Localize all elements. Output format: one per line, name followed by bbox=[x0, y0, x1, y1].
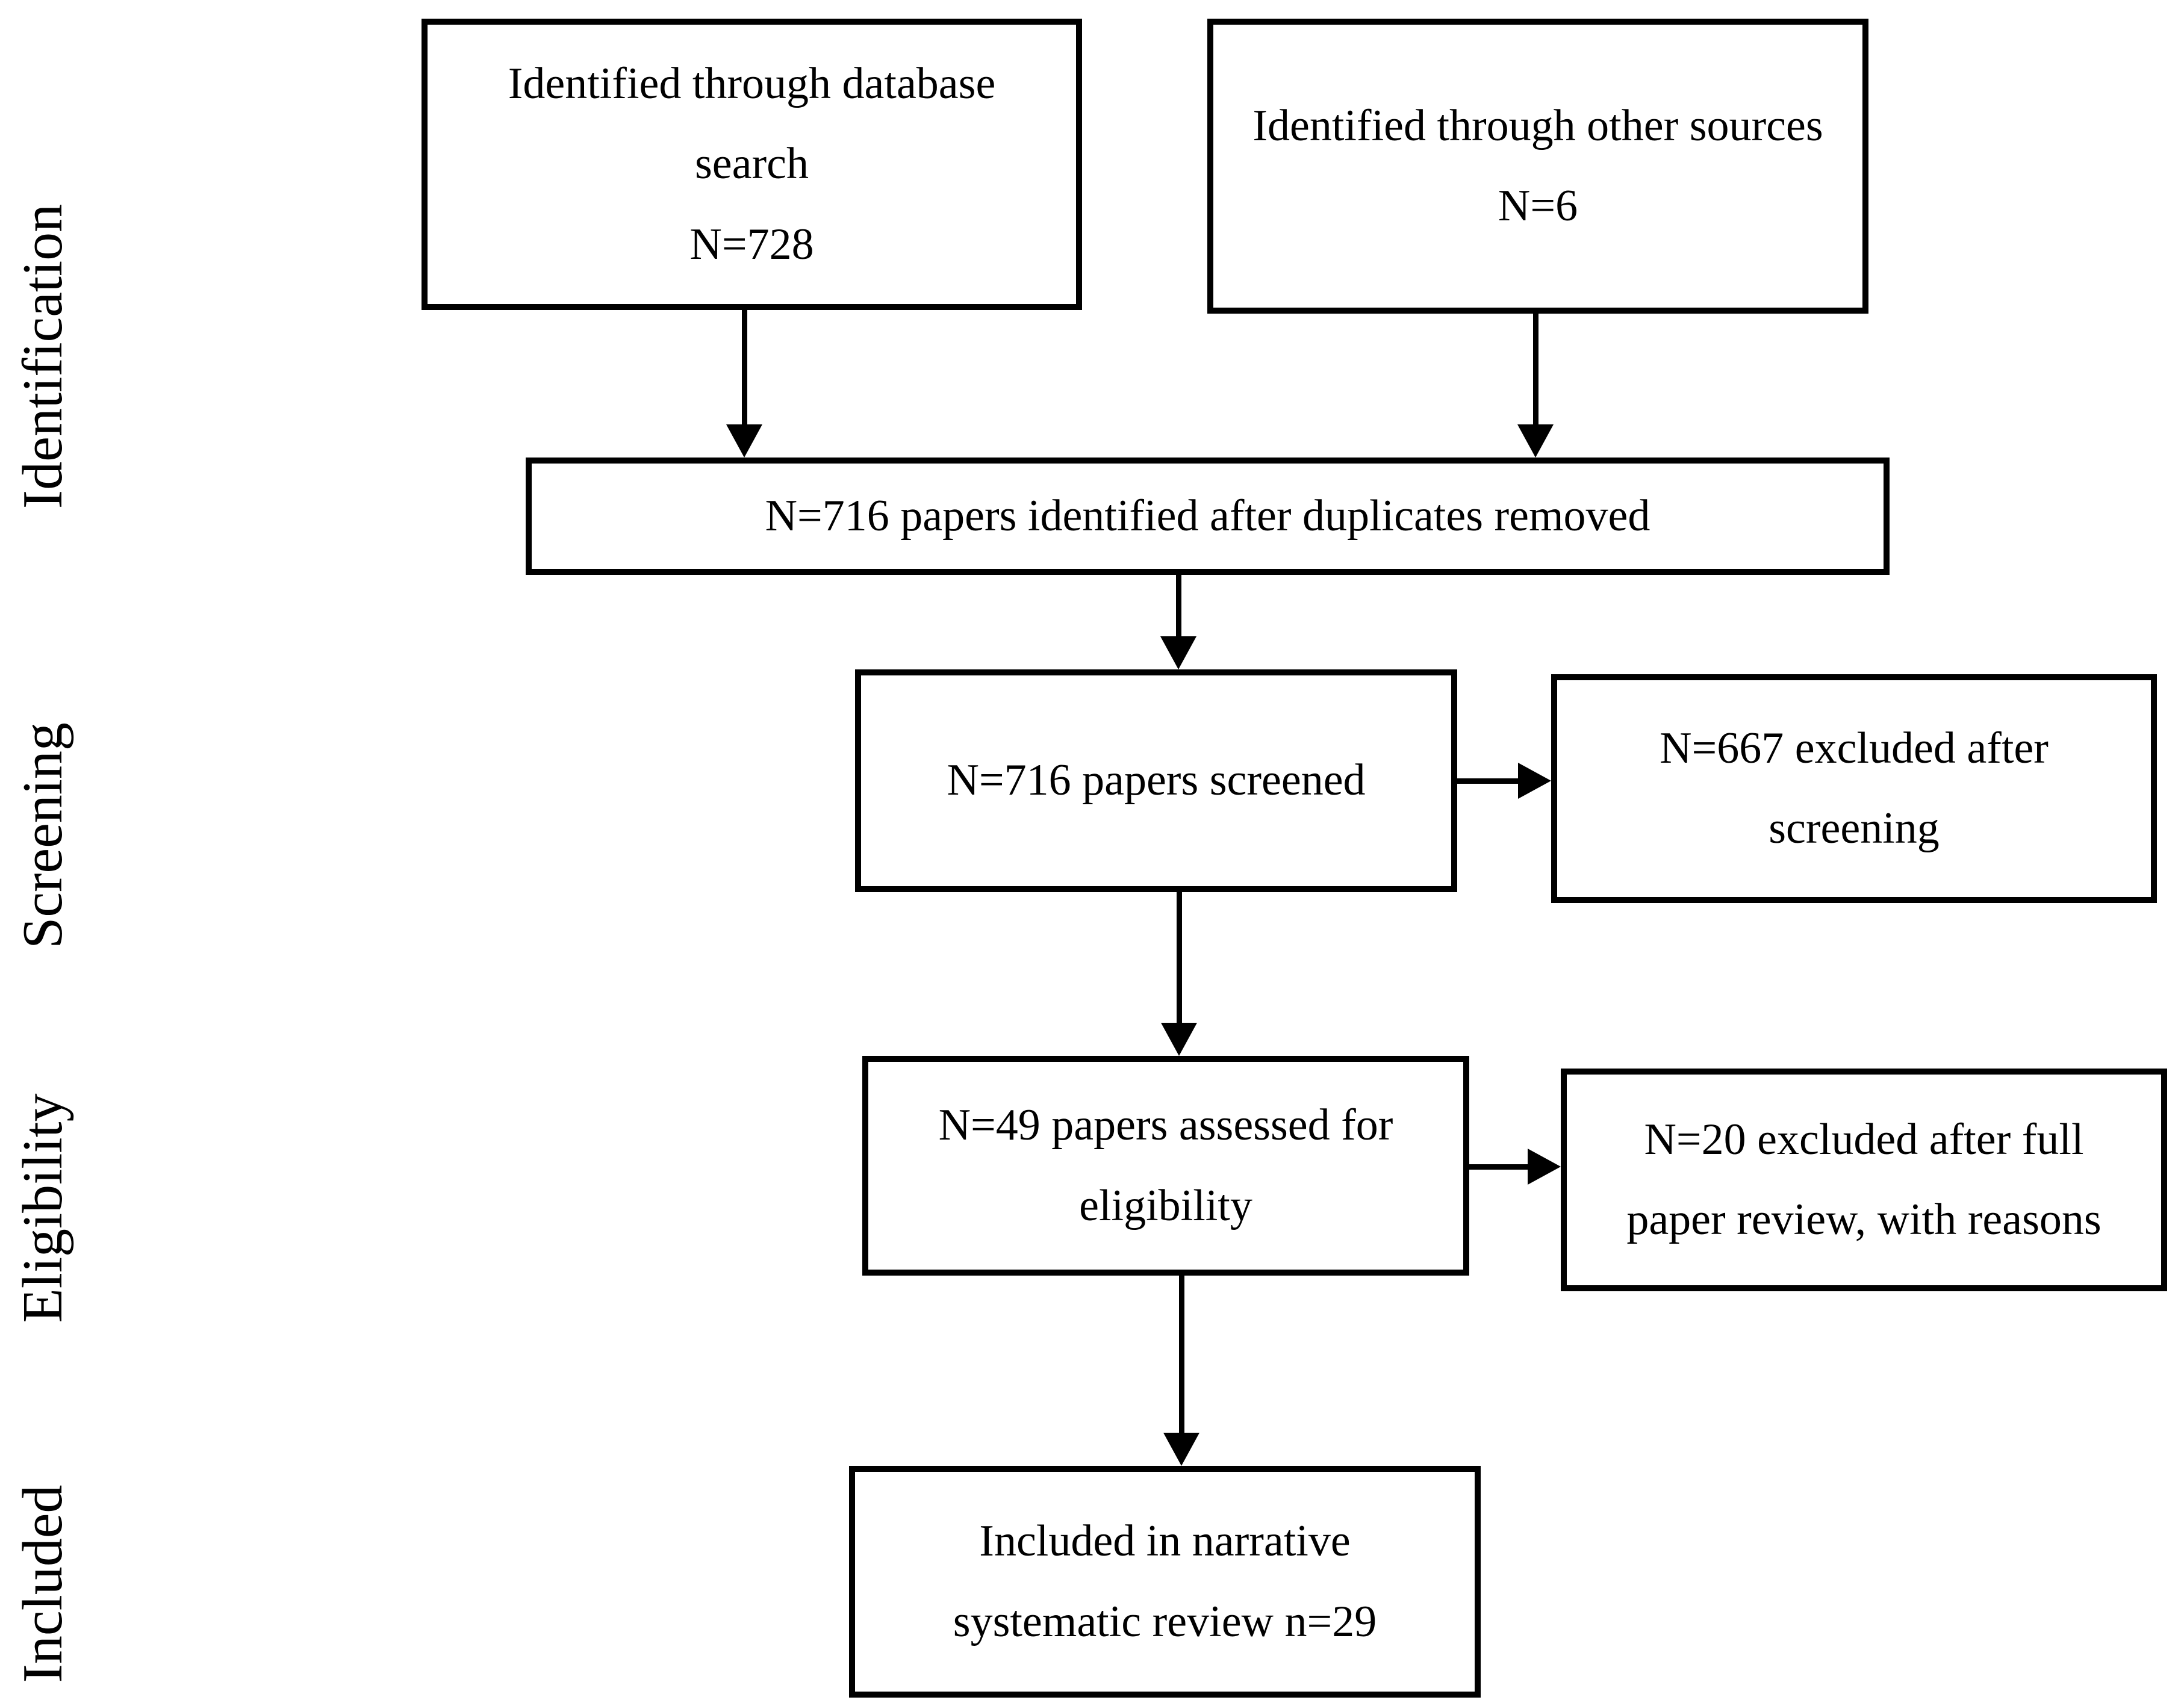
arrow-head-down-icon bbox=[1163, 1433, 1199, 1466]
box-excluded-after-screening: N=667 excluded after screening bbox=[1551, 674, 2157, 903]
arrow-stem bbox=[742, 310, 747, 427]
box-text-line: N=716 papers identified after duplicates… bbox=[765, 491, 1650, 541]
box-text-line: systematic review n=29 bbox=[953, 1596, 1377, 1646]
box-text-line: screening bbox=[1769, 804, 1940, 853]
stage-label-included: Included bbox=[11, 1484, 74, 1683]
arrow-stem bbox=[1533, 314, 1538, 427]
arrow-head-down-icon bbox=[726, 424, 762, 458]
box-text-line: Identified through database bbox=[508, 59, 996, 109]
arrow-stem bbox=[1179, 1276, 1184, 1436]
box-text-line: N=716 papers screened bbox=[947, 755, 1366, 805]
arrow-head-down-icon bbox=[1161, 1023, 1197, 1056]
box-text-line: search bbox=[695, 139, 809, 189]
box-identified-other-sources: Identified through other sources N=6 bbox=[1207, 19, 1868, 314]
arrow-head-down-icon bbox=[1517, 424, 1554, 458]
box-text-line: N=6 bbox=[1498, 181, 1578, 231]
box-text-line: N=20 excluded after full bbox=[1644, 1114, 2084, 1164]
box-text-line: N=728 bbox=[689, 219, 814, 269]
arrow-head-down-icon bbox=[1160, 636, 1196, 669]
box-text-line: Identified through other sources bbox=[1252, 101, 1823, 150]
box-text-line: eligibility bbox=[1079, 1180, 1252, 1230]
box-text-line: N=49 papers assessed for bbox=[938, 1100, 1393, 1150]
box-text-line: N=667 excluded after bbox=[1660, 723, 2049, 773]
stage-label-eligibility: Eligibility bbox=[11, 1093, 74, 1323]
arrow-stem bbox=[1457, 778, 1521, 784]
arrow-stem bbox=[1177, 892, 1182, 1026]
box-included-in-review: Included in narrative systematic review … bbox=[849, 1466, 1481, 1698]
box-papers-screened: N=716 papers screened bbox=[855, 669, 1457, 892]
arrow-head-right-icon bbox=[1528, 1149, 1561, 1185]
box-identified-database-search: Identified through database search N=728 bbox=[422, 19, 1082, 310]
stage-label-screening: Screening bbox=[11, 722, 74, 949]
arrow-head-right-icon bbox=[1518, 763, 1551, 799]
arrow-stem bbox=[1176, 575, 1181, 639]
box-duplicates-removed: N=716 papers identified after duplicates… bbox=[526, 458, 1890, 575]
box-excluded-after-full-review: N=20 excluded after full paper review, w… bbox=[1561, 1069, 2167, 1291]
box-assessed-for-eligibility: N=49 papers assessed for eligibility bbox=[862, 1056, 1469, 1276]
box-text-line: Included in narrative bbox=[979, 1516, 1351, 1566]
stage-label-identification: Identification bbox=[11, 203, 74, 509]
box-text-line: paper review, with reasons bbox=[1626, 1195, 2102, 1244]
arrow-stem bbox=[1469, 1164, 1531, 1170]
